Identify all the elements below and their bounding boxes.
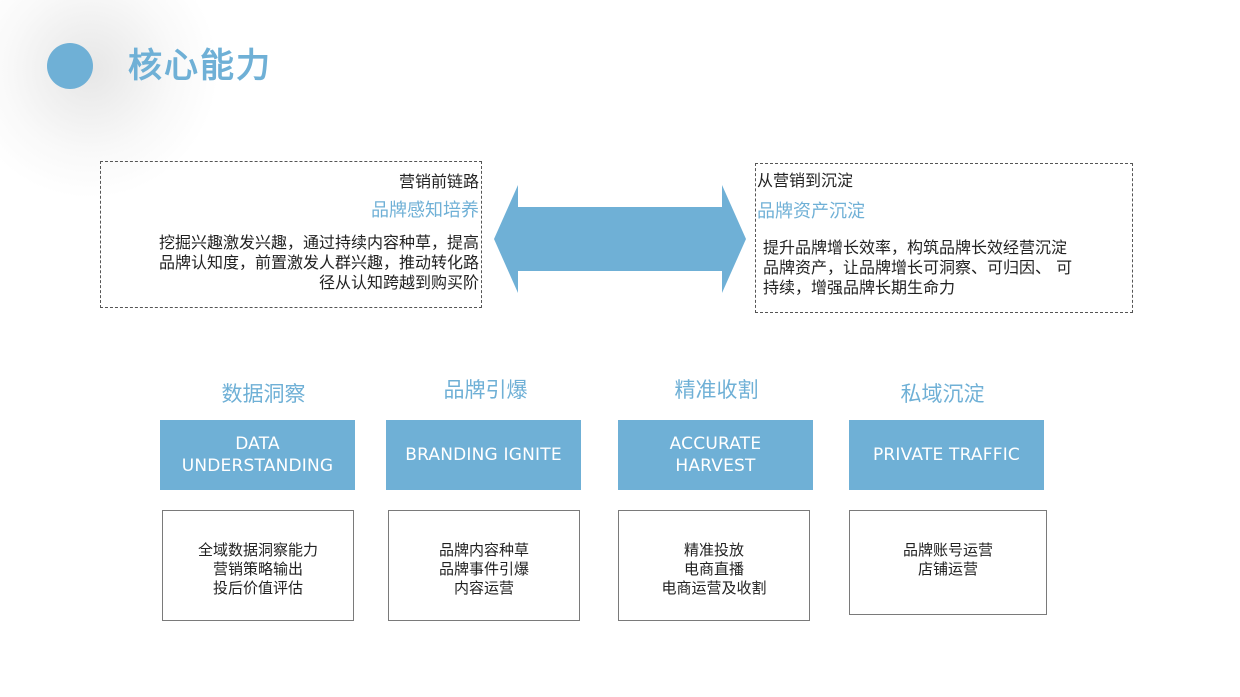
right-panel-label: 从营销到沉淀 [757, 171, 854, 190]
right-panel-line: 提升品牌增长效率，构筑品牌长效经营沉淀 [763, 238, 1068, 257]
page-title: 核心能力 [128, 46, 272, 86]
left-panel-heading: 品牌感知培养 [371, 200, 479, 221]
capability-label-line: HARVEST [675, 456, 756, 476]
list-item: 营销策略输出 [212, 560, 303, 578]
list-item: 内容运营 [453, 579, 514, 597]
list-item: 店铺运营 [917, 560, 978, 578]
left-panel-line: 品牌认知度，前置激发人群兴趣，推动转化路 [158, 253, 479, 272]
capability-label-private: PRIVATE TRAFFIC [849, 420, 1044, 490]
capability-label-branding: BRANDING IGNITE [386, 420, 581, 490]
list-item: 全域数据洞察能力 [197, 541, 318, 559]
list-item: 电商直播 [683, 560, 744, 578]
capability-label-harvest: ACCURATE HARVEST [618, 420, 813, 490]
list-item: 品牌内容种草 [438, 541, 529, 559]
list-item: 电商运营及收割 [661, 579, 767, 597]
capability-title-data: 数据洞察 [221, 382, 306, 406]
list-item: 品牌账号运营 [902, 541, 993, 559]
left-panel: 营销前链路 品牌感知培养 挖掘兴趣激发兴趣，通过持续内容种草，提高 品牌认知度，… [100, 161, 482, 308]
capability-label-line: DATA [235, 434, 280, 454]
capability-label-line: ACCURATE [669, 434, 762, 454]
capability-title-branding: 品牌引爆 [443, 378, 528, 402]
list-item: 投后价值评估 [212, 579, 303, 597]
right-panel-line: 持续，增强品牌长期生命力 [763, 278, 956, 297]
left-panel-label: 营销前链路 [398, 172, 479, 191]
capability-list-branding: 品牌内容种草 品牌事件引爆 内容运营 [388, 510, 580, 621]
capability-label-line: UNDERSTANDING [181, 456, 334, 476]
capability-label-data: DATA UNDERSTANDING [160, 420, 355, 490]
circle-bullet-icon [47, 43, 93, 89]
left-panel-line: 挖掘兴趣激发兴趣，通过持续内容种草，提高 [158, 233, 479, 252]
left-panel-line: 径从认知跨越到购买阶 [318, 273, 479, 292]
right-panel: 从营销到沉淀 品牌资产沉淀 提升品牌增长效率，构筑品牌长效经营沉淀 品牌资产，让… [755, 163, 1133, 313]
list-item: 精准投放 [683, 541, 744, 559]
left-panel-body: 挖掘兴趣激发兴趣，通过持续内容种草，提高 品牌认知度，前置激发人群兴趣，推动转化… [107, 233, 479, 293]
right-panel-heading: 品牌资产沉淀 [757, 201, 865, 222]
double-arrow-icon [494, 185, 746, 293]
capability-title-harvest: 精准收割 [674, 378, 759, 402]
capability-list-data: 全域数据洞察能力 营销策略输出 投后价值评估 [162, 510, 354, 621]
list-item: 品牌事件引爆 [438, 560, 529, 578]
capability-list-harvest: 精准投放 电商直播 电商运营及收割 [618, 510, 810, 621]
right-panel-line: 品牌资产，让品牌增长可洞察、可归因、 可 [763, 258, 1073, 277]
capability-title-private: 私域沉淀 [900, 382, 985, 406]
capability-list-private: 品牌账号运营 店铺运营 [849, 510, 1047, 615]
capability-label-line: PRIVATE TRAFFIC [872, 445, 1021, 465]
right-panel-body: 提升品牌增长效率，构筑品牌长效经营沉淀 品牌资产，让品牌增长可洞察、可归因、 可… [757, 238, 1122, 298]
capability-label-line: BRANDING IGNITE [405, 445, 562, 465]
